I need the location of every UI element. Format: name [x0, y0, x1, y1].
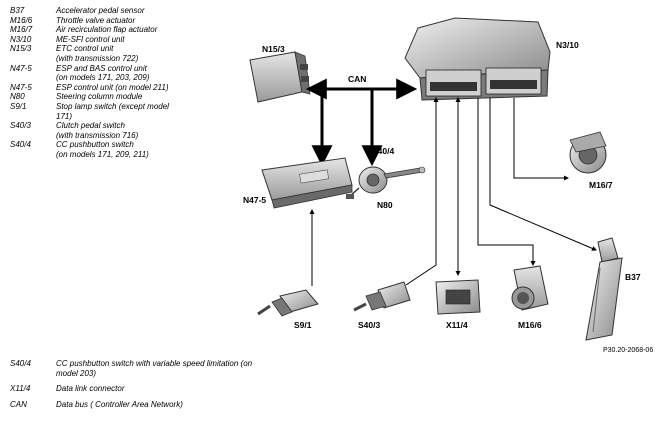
legend-row: CAN Data bus ( Controller Area Network) — [10, 400, 310, 410]
legend-description: Throttle valve actuator — [56, 15, 136, 25]
legend-code: CAN — [10, 399, 27, 409]
legend-row: N80 Steering column module — [10, 92, 215, 102]
legend-code: M16/7 — [10, 25, 33, 35]
legend-code: N80 — [10, 92, 25, 102]
legend-row: S40/3 Clutch pedal switch (with transmiss… — [10, 121, 215, 140]
label-can: CAN — [348, 74, 366, 84]
x11-4-data-link-connector — [435, 279, 481, 315]
m16-7-air-recirculation-flap-actuator — [569, 131, 607, 174]
legend-code: S9/1 — [10, 101, 27, 111]
n15-3-control-unit — [249, 51, 311, 103]
b37-signal-line — [489, 98, 597, 251]
m16-6-signal-line — [477, 98, 536, 266]
figure-reference: P30.20-2068-06 — [603, 347, 653, 354]
legend-code: N3/10 — [10, 34, 32, 44]
label-x11-4: X11/4 — [446, 320, 468, 330]
legend-description: CC pushbutton switch (on models 171, 209… — [56, 140, 149, 159]
s40-3-clutch-pedal-switch — [353, 281, 411, 312]
n3-10-control-unit — [404, 17, 551, 101]
s40-4-cc-switch — [383, 166, 426, 179]
n47-5-control-unit — [261, 157, 353, 209]
legend-row: N3/10 ME-SFI control unit — [10, 35, 215, 45]
label-n3-10: N3/10 — [556, 40, 579, 50]
legend-description: Stop lamp switch (except model 171) — [56, 101, 169, 121]
legend-code: N15/3 — [10, 44, 32, 54]
s9-1-stop-lamp-switch — [257, 289, 319, 317]
legend-code: S40/4 — [10, 359, 31, 368]
legend-code: S40/3 — [10, 121, 31, 131]
legend-code: M16/6 — [10, 15, 33, 25]
legend-row: N15/3 ETC control unit (with transmission… — [10, 44, 215, 63]
legend-description: Air recirculation flap actuator — [56, 25, 158, 35]
legend-description: Accelerator pedal sensor — [56, 6, 145, 15]
legend-description: ESP control unit (on model 211) — [56, 82, 169, 92]
legend-row: S40/4 CC pushbutton switch with variable … — [10, 359, 310, 378]
legend-code: S40/4 — [10, 140, 31, 150]
label-n15-3: N15/3 — [262, 44, 285, 54]
legend-description: CC pushbutton switch with variable speed… — [56, 359, 253, 378]
legend-description: ME-SFI control unit — [56, 34, 125, 44]
legend-code: N47-5 — [10, 63, 32, 73]
label-b37: B37 — [625, 272, 641, 282]
legend-row: S40/4 CC pushbutton switch (on models 171… — [10, 140, 215, 159]
m16-7-signal-line — [513, 98, 569, 181]
label-m16-7: M16/7 — [589, 180, 613, 190]
legend-code: N47-5 — [10, 82, 32, 92]
legend-row: M16/6 Throttle valve actuator — [10, 16, 215, 26]
label-s9-1: S9/1 — [294, 320, 312, 330]
legend-code: B37 — [10, 6, 25, 15]
legend-description: ETC control unit (with transmission 722) — [56, 44, 139, 63]
label-n80: N80 — [377, 200, 393, 210]
legend-description: ESP and BAS control unit (on models 171,… — [56, 63, 150, 83]
legend-code: X11/4 — [10, 384, 31, 394]
b37-accelerator-pedal-sensor — [585, 237, 623, 341]
legend-row: X11/4 Data link connector — [10, 384, 310, 394]
legend-description: Clutch pedal switch (with transmission 7… — [56, 121, 139, 140]
n80-steering-column-module — [346, 166, 388, 199]
legend-description: Steering column module — [56, 92, 143, 102]
legend-row: N47-5 ESP and BAS control unit (on models… — [10, 64, 215, 83]
legend-row: B37 Accelerator pedal sensor — [10, 6, 215, 16]
legend-row: S9/1 Stop lamp switch (except model 171) — [10, 102, 215, 121]
legend-bottom: S40/4 CC pushbutton switch with variable … — [10, 359, 310, 415]
s40-3-signal-line — [405, 97, 439, 286]
legend-row: N47-5 ESP control unit (on model 211) — [10, 83, 215, 93]
label-n47-5: N47-5 — [243, 195, 266, 205]
label-s40-3: S40/3 — [358, 320, 380, 330]
label-m16-6: M16/6 — [518, 320, 542, 330]
m16-6-throttle-valve-actuator — [511, 265, 549, 311]
legend-row: M16/7 Air recirculation flap actuator — [10, 25, 215, 35]
label-s40-4: S40/4 — [372, 146, 394, 156]
legend-description: Data link connector — [56, 384, 125, 394]
legend-description: Data bus ( Controller Area Network) — [56, 399, 183, 409]
